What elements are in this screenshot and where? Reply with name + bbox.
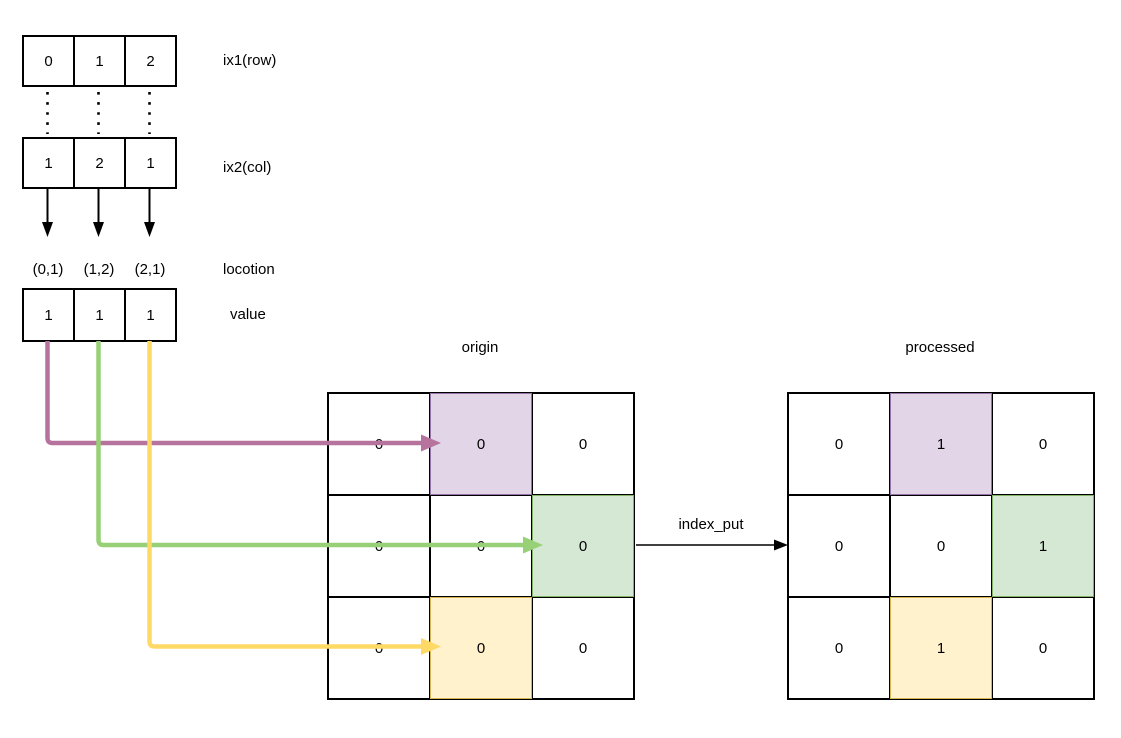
- ix1-row: 0 1 2: [22, 35, 177, 87]
- value-label: value: [230, 306, 266, 323]
- processed-cell-r2c0: 0: [788, 597, 890, 699]
- location-tuple-2: (2,1): [134, 261, 166, 278]
- origin-cell-r0c0: 0: [328, 393, 430, 495]
- origin-cell-r1c2: 0: [532, 495, 634, 597]
- index-put-label: index_put: [678, 516, 744, 533]
- ix1-cell-1: 1: [73, 35, 126, 87]
- location-tuple-0: (0,1): [32, 261, 64, 278]
- value-cell-0: 1: [22, 288, 75, 342]
- value-cell-1: 1: [73, 288, 126, 342]
- processed-title: processed: [905, 339, 975, 356]
- processed-cell-r0c1: 1: [890, 393, 992, 495]
- origin-cell-r1c1: 0: [430, 495, 532, 597]
- processed-matrix: 0 1 0 0 0 1 0 1 0: [787, 392, 1095, 700]
- processed-cell-r2c2: 0: [992, 597, 1094, 699]
- origin-cell-r2c0: 0: [328, 597, 430, 699]
- dotted-connectors: [46, 92, 151, 134]
- origin-cell-r2c2: 0: [532, 597, 634, 699]
- ix1-cell-2: 2: [124, 35, 177, 87]
- down-arrow-head-1: [93, 222, 104, 237]
- processed-cell-r1c0: 0: [788, 495, 890, 597]
- processed-cell-r2c1: 1: [890, 597, 992, 699]
- origin-matrix: 0 0 0 0 0 0 0 0 0: [327, 392, 635, 700]
- ix2-cell-2: 1: [124, 137, 177, 189]
- ix2-row: 1 2 1: [22, 137, 177, 189]
- origin-title: origin: [461, 339, 499, 356]
- processed-cell-r1c2: 1: [992, 495, 1094, 597]
- origin-cell-r1c0: 0: [328, 495, 430, 597]
- ix2-cell-0: 1: [22, 137, 75, 189]
- ix2-cell-1: 2: [73, 137, 126, 189]
- index-put-arrow-head: [774, 539, 788, 551]
- origin-cell-r2c1: 0: [430, 597, 532, 699]
- origin-cell-r0c1: 0: [430, 393, 532, 495]
- location-tuple-1: (1,2): [83, 261, 115, 278]
- index-put-arrow: [636, 539, 788, 551]
- processed-cell-r1c1: 0: [890, 495, 992, 597]
- ix1-cell-0: 0: [22, 35, 75, 87]
- ix2-col-label: ix2(col): [223, 159, 272, 176]
- ix1-row-label: ix1(row): [223, 52, 277, 69]
- down-arrow-head-0: [42, 222, 53, 237]
- processed-cell-r0c2: 0: [992, 393, 1094, 495]
- value-cell-2: 1: [124, 288, 177, 342]
- down-arrow-head-2: [144, 222, 155, 237]
- down-arrows: [42, 189, 155, 237]
- processed-cell-r0c0: 0: [788, 393, 890, 495]
- location-label: locotion: [223, 261, 275, 278]
- origin-cell-r0c2: 0: [532, 393, 634, 495]
- value-row: 1 1 1: [22, 288, 177, 342]
